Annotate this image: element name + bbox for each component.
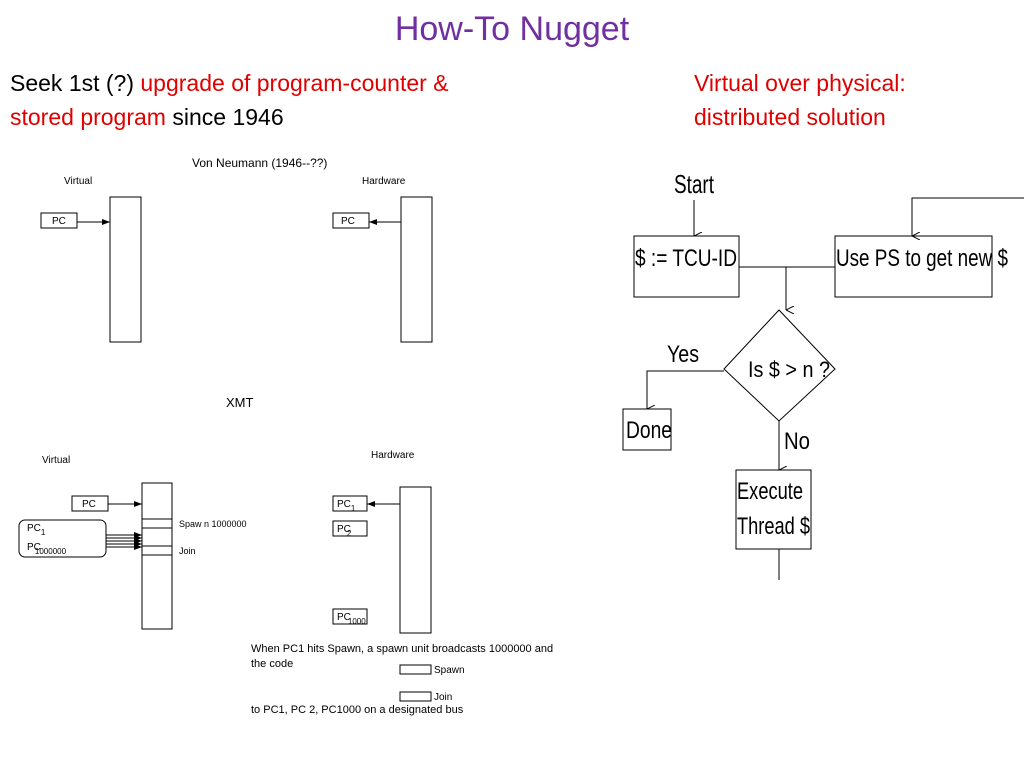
flow-no-label: No	[784, 428, 810, 455]
legend-spawn-label: Spawn	[434, 665, 465, 676]
xmt-virtual-pc-label: PC	[82, 499, 96, 510]
pc-prefix: PC	[337, 612, 351, 623]
legend-join-label: Join	[434, 692, 452, 703]
xmt-virtual-memory	[141, 482, 173, 630]
flowchart: Start $ := TCU-ID Use PS to get new $ Is…	[622, 169, 1024, 580]
vn-hardware-label: Hardware	[362, 176, 406, 187]
xmt-hw-pc2-box	[332, 520, 368, 537]
xmt-hw-pc1000-box	[332, 608, 368, 625]
legend-spawn-box	[399, 664, 432, 675]
xmt-title: XMT	[226, 395, 254, 410]
flow-yes-label: Yes	[667, 341, 699, 368]
xmt-hardware-memory	[399, 486, 432, 634]
pc-subscript: 1000000	[35, 547, 67, 556]
xmt-broadcast-arrows	[106, 532, 142, 550]
left-heading-part: stored program	[10, 104, 166, 130]
slide-title: How-To Nugget	[394, 10, 630, 48]
flow-use-ps-label: Use PS to get new $	[836, 245, 1008, 272]
flow-execute-box	[735, 469, 812, 550]
xmt-join-slot	[141, 545, 173, 556]
vn-virtual-pc-box	[40, 212, 78, 229]
pc-subscript: 2	[347, 529, 352, 538]
pc-prefix: PC	[337, 524, 351, 535]
xmt-pcN-label: PC1000000	[27, 542, 67, 556]
pc-subscript: 1000	[348, 617, 366, 626]
xmt-note-line2: the code	[251, 658, 293, 670]
pc-prefix: PC	[337, 499, 351, 510]
right-heading-line: distributed solution	[694, 104, 886, 130]
xmt-hw-pc1-label: PC1	[337, 499, 356, 513]
left-heading-part: since 1946	[165, 104, 284, 130]
xmt-note-line3: to PC1, PC 2, PC1000 on a designated bus	[251, 704, 464, 716]
left-heading-part: Seek 1st (?)	[10, 70, 141, 96]
pc-prefix: PC	[27, 542, 41, 553]
legend-join-box	[399, 691, 432, 702]
right-heading: Virtual over physical: distributed solut…	[694, 66, 1014, 134]
vn-hardware-pc-label: PC	[341, 216, 355, 227]
pc-subscript: 1	[41, 528, 46, 537]
flow-done-box	[622, 408, 672, 451]
xmt-spawn-slot	[141, 518, 173, 529]
xmt-hw-pc1000-label: PC1000	[337, 612, 366, 626]
vn-hardware-memory	[400, 196, 433, 343]
flow-assign-box	[633, 235, 740, 298]
xmt-pc1-label: PC1	[27, 523, 46, 537]
flow-loop-arrow	[911, 197, 1024, 236]
flow-decision-label: Is $ > n ?	[748, 357, 830, 382]
left-heading: Seek 1st (?) upgrade of program-counter …	[10, 66, 610, 134]
xmt-hardware-label: Hardware	[371, 450, 415, 461]
xmt-note-line1: When PC1 hits Spawn, a spawn unit broadc…	[251, 643, 553, 655]
left-heading-part: upgrade of program-counter &	[140, 70, 449, 96]
right-heading-line: Virtual over physical:	[694, 70, 906, 96]
pc-prefix: PC	[27, 523, 41, 534]
pc-subscript: 1	[351, 504, 356, 513]
xmt-virtual-label: Virtual	[42, 455, 70, 466]
flow-execute-line2: Thread $	[737, 513, 810, 540]
flow-start-label: Start	[674, 169, 715, 199]
pc-diagrams: Von Neumann (1946--??) Virtual Hardware …	[18, 156, 553, 716]
flow-execute-line1: Execute	[737, 478, 803, 505]
xmt-join-label: Join	[179, 546, 196, 556]
flow-yes-arrow	[646, 370, 724, 409]
vn-virtual-memory	[109, 196, 142, 343]
von-neumann-title: Von Neumann (1946--??)	[192, 156, 327, 170]
vn-virtual-pc-label: PC	[52, 216, 66, 227]
flow-done-label: Done	[626, 417, 672, 444]
flow-assign-label: $ := TCU-ID	[635, 245, 737, 272]
vn-virtual-label: Virtual	[64, 176, 92, 187]
xmt-spawn-label: Spaw n 1000000	[179, 519, 247, 529]
xmt-hw-pc2-label: PC2	[337, 524, 352, 538]
